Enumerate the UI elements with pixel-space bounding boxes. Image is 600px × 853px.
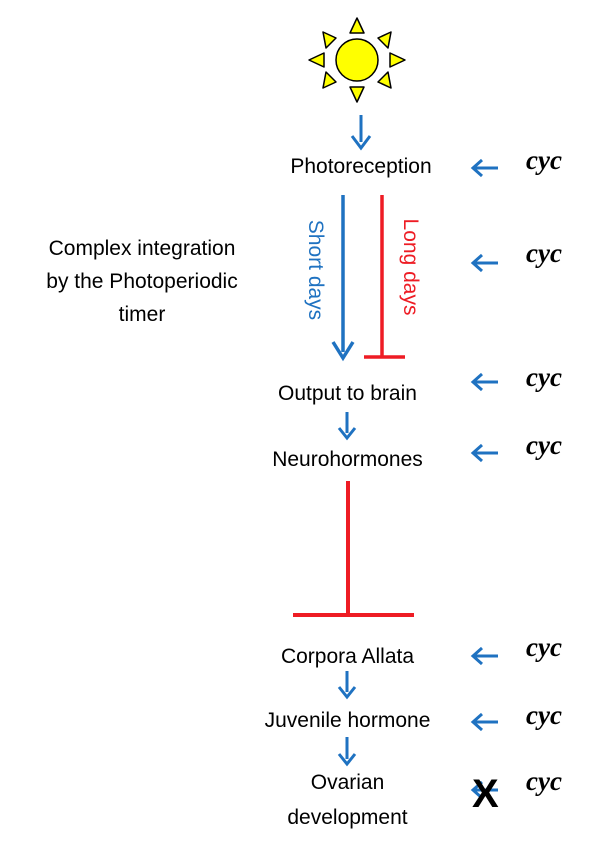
short-days-label: Short days [304,219,327,321]
cyc-arrow-neurohormones [470,443,498,463]
cyc-label-corpora: cyc [526,632,562,662]
node-neurohormones: Neurohormones [272,448,423,471]
cyc-arrow-timer [470,253,498,273]
cyc-arrows [470,158,498,800]
cyc-label-jh: cyc [526,700,562,730]
blocked-x-mark: X [472,772,499,816]
short-days-arrow [331,195,355,362]
timer-note-line2: by the Photoperiodic [46,270,238,293]
long-days-inhibition [364,195,405,359]
output-to-neuro-arrow [337,412,357,441]
timer-note: Complex integration by the Photoperiodic… [7,232,277,331]
node-ovarian-line1: Ovarian [310,771,385,794]
timer-note-line1: Complex integration [48,237,236,260]
cyc-arrow-jh [470,712,498,732]
jh-to-ovarian-arrow [337,737,357,767]
node-photoreception: Photoreception [290,155,432,178]
node-corpora-allata: Corpora Allata [280,645,415,668]
cyc-label-ovarian: cyc [526,766,562,796]
sun-icon [308,17,406,103]
neurohormones-inhibition [293,481,414,617]
cyc-label-timer: cyc [526,238,562,268]
cyc-label-photoreception: cyc [526,145,562,175]
cyc-arrow-photoreception [470,158,498,178]
cyc-label-neurohormones: cyc [526,430,562,460]
long-days-label: Long days [399,218,422,316]
sun-to-photoreception-arrow [350,115,372,151]
corpora-to-jh-arrow [337,671,357,700]
timer-note-line3: timer [118,303,166,326]
node-ovarian-line2: development [287,806,408,829]
cyc-arrow-corpora [470,646,498,666]
cyc-arrow-ovarian [470,780,498,800]
node-output-to-brain: Output to brain [278,382,417,405]
node-juvenile-hormone: Juvenile hormone [264,709,431,732]
cyc-label-output: cyc [526,362,562,392]
cyc-arrow-output [470,372,498,392]
